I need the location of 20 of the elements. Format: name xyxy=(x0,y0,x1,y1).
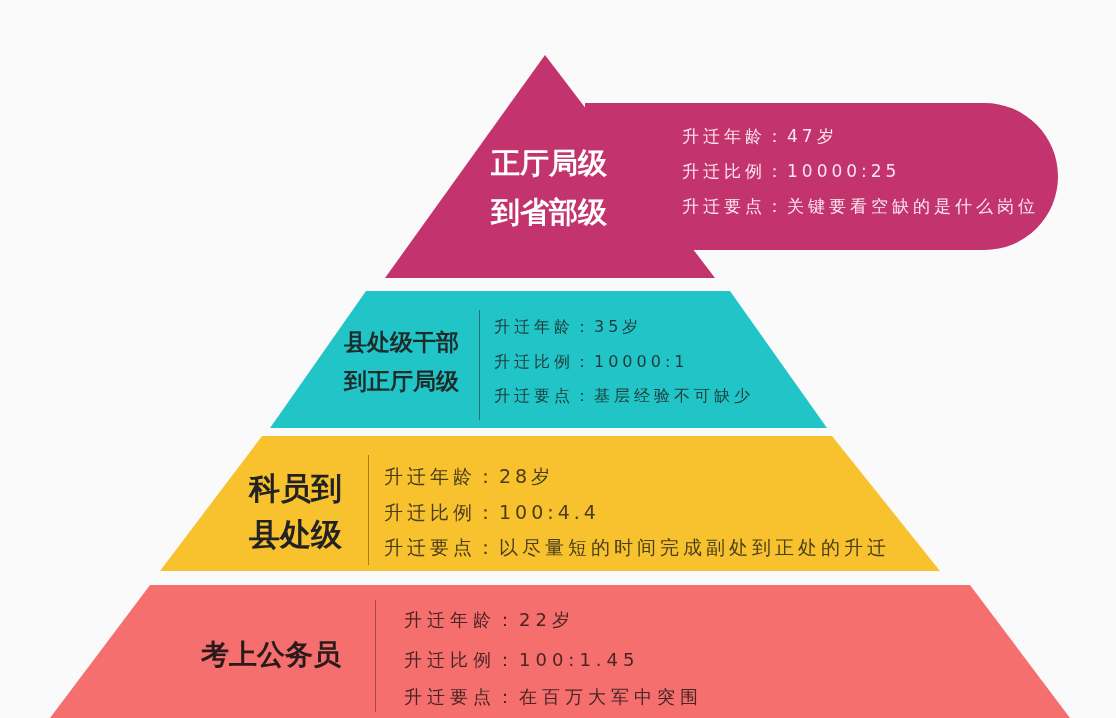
tier-detail: 升迁比例：100:1.45 xyxy=(404,649,640,671)
pyramid-tier xyxy=(160,436,940,571)
tier-detail: 升迁年龄：28岁 xyxy=(384,465,555,487)
tier-title: 科员到县处级 xyxy=(249,469,343,554)
tier-detail: 升迁年龄：22岁 xyxy=(404,609,575,631)
tier-detail: 升迁比例：10000:1 xyxy=(494,352,689,372)
tier-detail: 升迁年龄：47岁 xyxy=(682,126,838,146)
tier-detail: 升迁比例：100:4.4 xyxy=(384,501,600,523)
tier-detail: 升迁比例：10000:25 xyxy=(682,161,901,181)
pyramid-tier xyxy=(50,585,1070,718)
tier-detail: 升迁要点：基层经验不可缺少 xyxy=(494,386,754,406)
tier-detail: 升迁要点：关键要看空缺的是什么岗位 xyxy=(682,196,1039,216)
tier-title: 正厅局级到省部级 xyxy=(491,145,608,231)
tier-title: 县处级干部到正厅局级 xyxy=(344,328,460,396)
tier-title: 考上公务员 xyxy=(201,640,341,670)
tier-detail: 升迁要点：在百万大军中突围 xyxy=(404,686,703,708)
tier-detail: 升迁年龄：35岁 xyxy=(494,317,643,337)
tier-detail: 升迁要点：以尽量短的时间完成副处到正处的升迁 xyxy=(384,536,890,558)
pyramid-tier xyxy=(270,291,827,428)
pyramid-apex-banner xyxy=(385,55,1058,278)
